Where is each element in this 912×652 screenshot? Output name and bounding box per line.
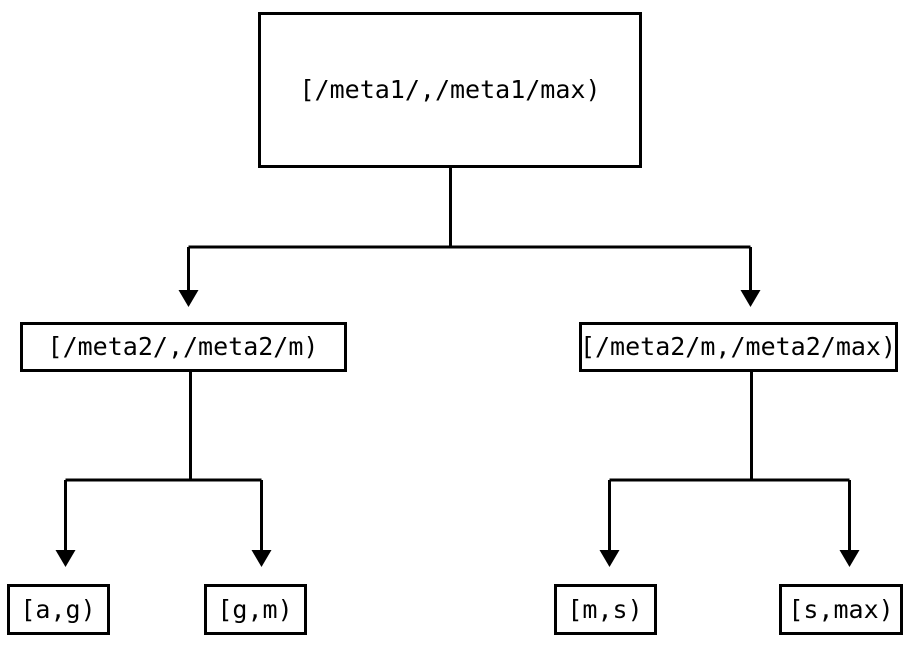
arrowhead-leaf-1 — [55, 550, 76, 567]
node-leaf-3-box — [554, 584, 657, 635]
node-mid-right-box — [579, 322, 898, 372]
node-mid-right[interactable]: [/meta2/m,/meta2/max) — [579, 322, 898, 372]
node-root[interactable]: [/meta1/,/meta1/max) — [258, 12, 642, 168]
arrowhead-leaf-4 — [839, 550, 860, 567]
edge-group-mid-right — [599, 372, 860, 567]
node-leaf-4-box — [779, 584, 903, 635]
edge-group-root — [178, 167, 761, 307]
node-mid-left-box — [20, 322, 347, 372]
node-leaf-4-label: [s,max) — [788, 595, 893, 624]
node-leaf-3-label: [m,s) — [567, 595, 642, 624]
node-mid-left[interactable]: [/meta2/,/meta2/m) — [20, 322, 347, 372]
edge-group-mid-left — [55, 372, 272, 567]
node-leaf-2-label: [g,m) — [217, 595, 292, 624]
node-leaf-1[interactable]: [a,g) — [7, 584, 110, 635]
node-leaf-4[interactable]: [s,max) — [779, 584, 903, 635]
node-root-label: [/meta1/,/meta1/max) — [299, 75, 600, 104]
node-leaf-2[interactable]: [g,m) — [204, 584, 307, 635]
node-leaf-1-label: [a,g) — [20, 595, 95, 624]
node-leaf-3[interactable]: [m,s) — [554, 584, 657, 635]
node-mid-left-label: [/meta2/,/meta2/m) — [48, 332, 319, 361]
node-mid-right-label: [/meta2/m,/meta2/max) — [580, 332, 896, 361]
arrowhead-leaf-3 — [599, 550, 620, 567]
node-leaf-1-box — [7, 584, 110, 635]
node-root-box — [258, 12, 642, 168]
arrowhead-mid-right — [740, 290, 761, 307]
arrowhead-leaf-2 — [251, 550, 272, 567]
node-leaf-2-box — [204, 584, 307, 635]
arrowhead-mid-left — [178, 290, 199, 307]
